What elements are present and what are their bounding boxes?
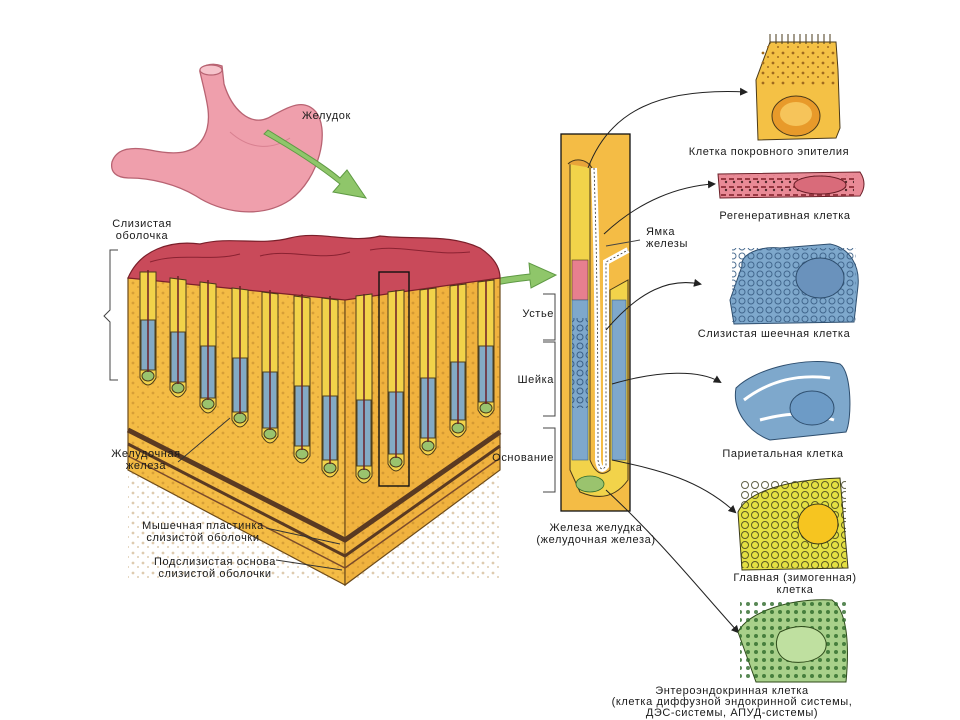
mucosa-block [126, 234, 502, 587]
label-gastric-gland-caption: Железа желудка(желудочная железа) [536, 522, 656, 546]
label-base: Основание [492, 452, 554, 464]
arrow-stomach-to-block [263, 129, 368, 199]
label-neck: Шейка [517, 374, 554, 386]
mucosa-glands [139, 270, 495, 484]
stomach-illustration [110, 63, 323, 213]
enteroendocrine-cell-figure [737, 599, 848, 683]
label-regenerative-cell: Регенеративная клетка [719, 210, 851, 222]
enlarged-gland [560, 133, 631, 512]
label-surface-epithelium-cell: Клетка покровного эпителия [688, 146, 850, 158]
mucosa-bracket [103, 249, 118, 381]
mucous-neck-cell-figure [729, 243, 859, 325]
parietal-cell-figure [734, 361, 851, 441]
label-parietal-cell: Париетальная клетка [722, 448, 844, 460]
chief-cell-figure [737, 477, 849, 571]
label-enteroendocrine-cell: Энтероэндокринная клетка(клетка диффузно… [611, 685, 853, 719]
label-mucous-neck-cell: Слизистая шеечная клетка [697, 328, 851, 340]
selected-gland-box [378, 271, 410, 487]
label-chief-cell: Главная (зимогенная)клетка [733, 572, 857, 596]
surface-epithelium-cell-figure [755, 34, 841, 141]
label-isthmus: Устье [522, 308, 554, 320]
regenerative-cell-figure [717, 171, 865, 199]
label-stomach: Желудок [302, 110, 351, 122]
